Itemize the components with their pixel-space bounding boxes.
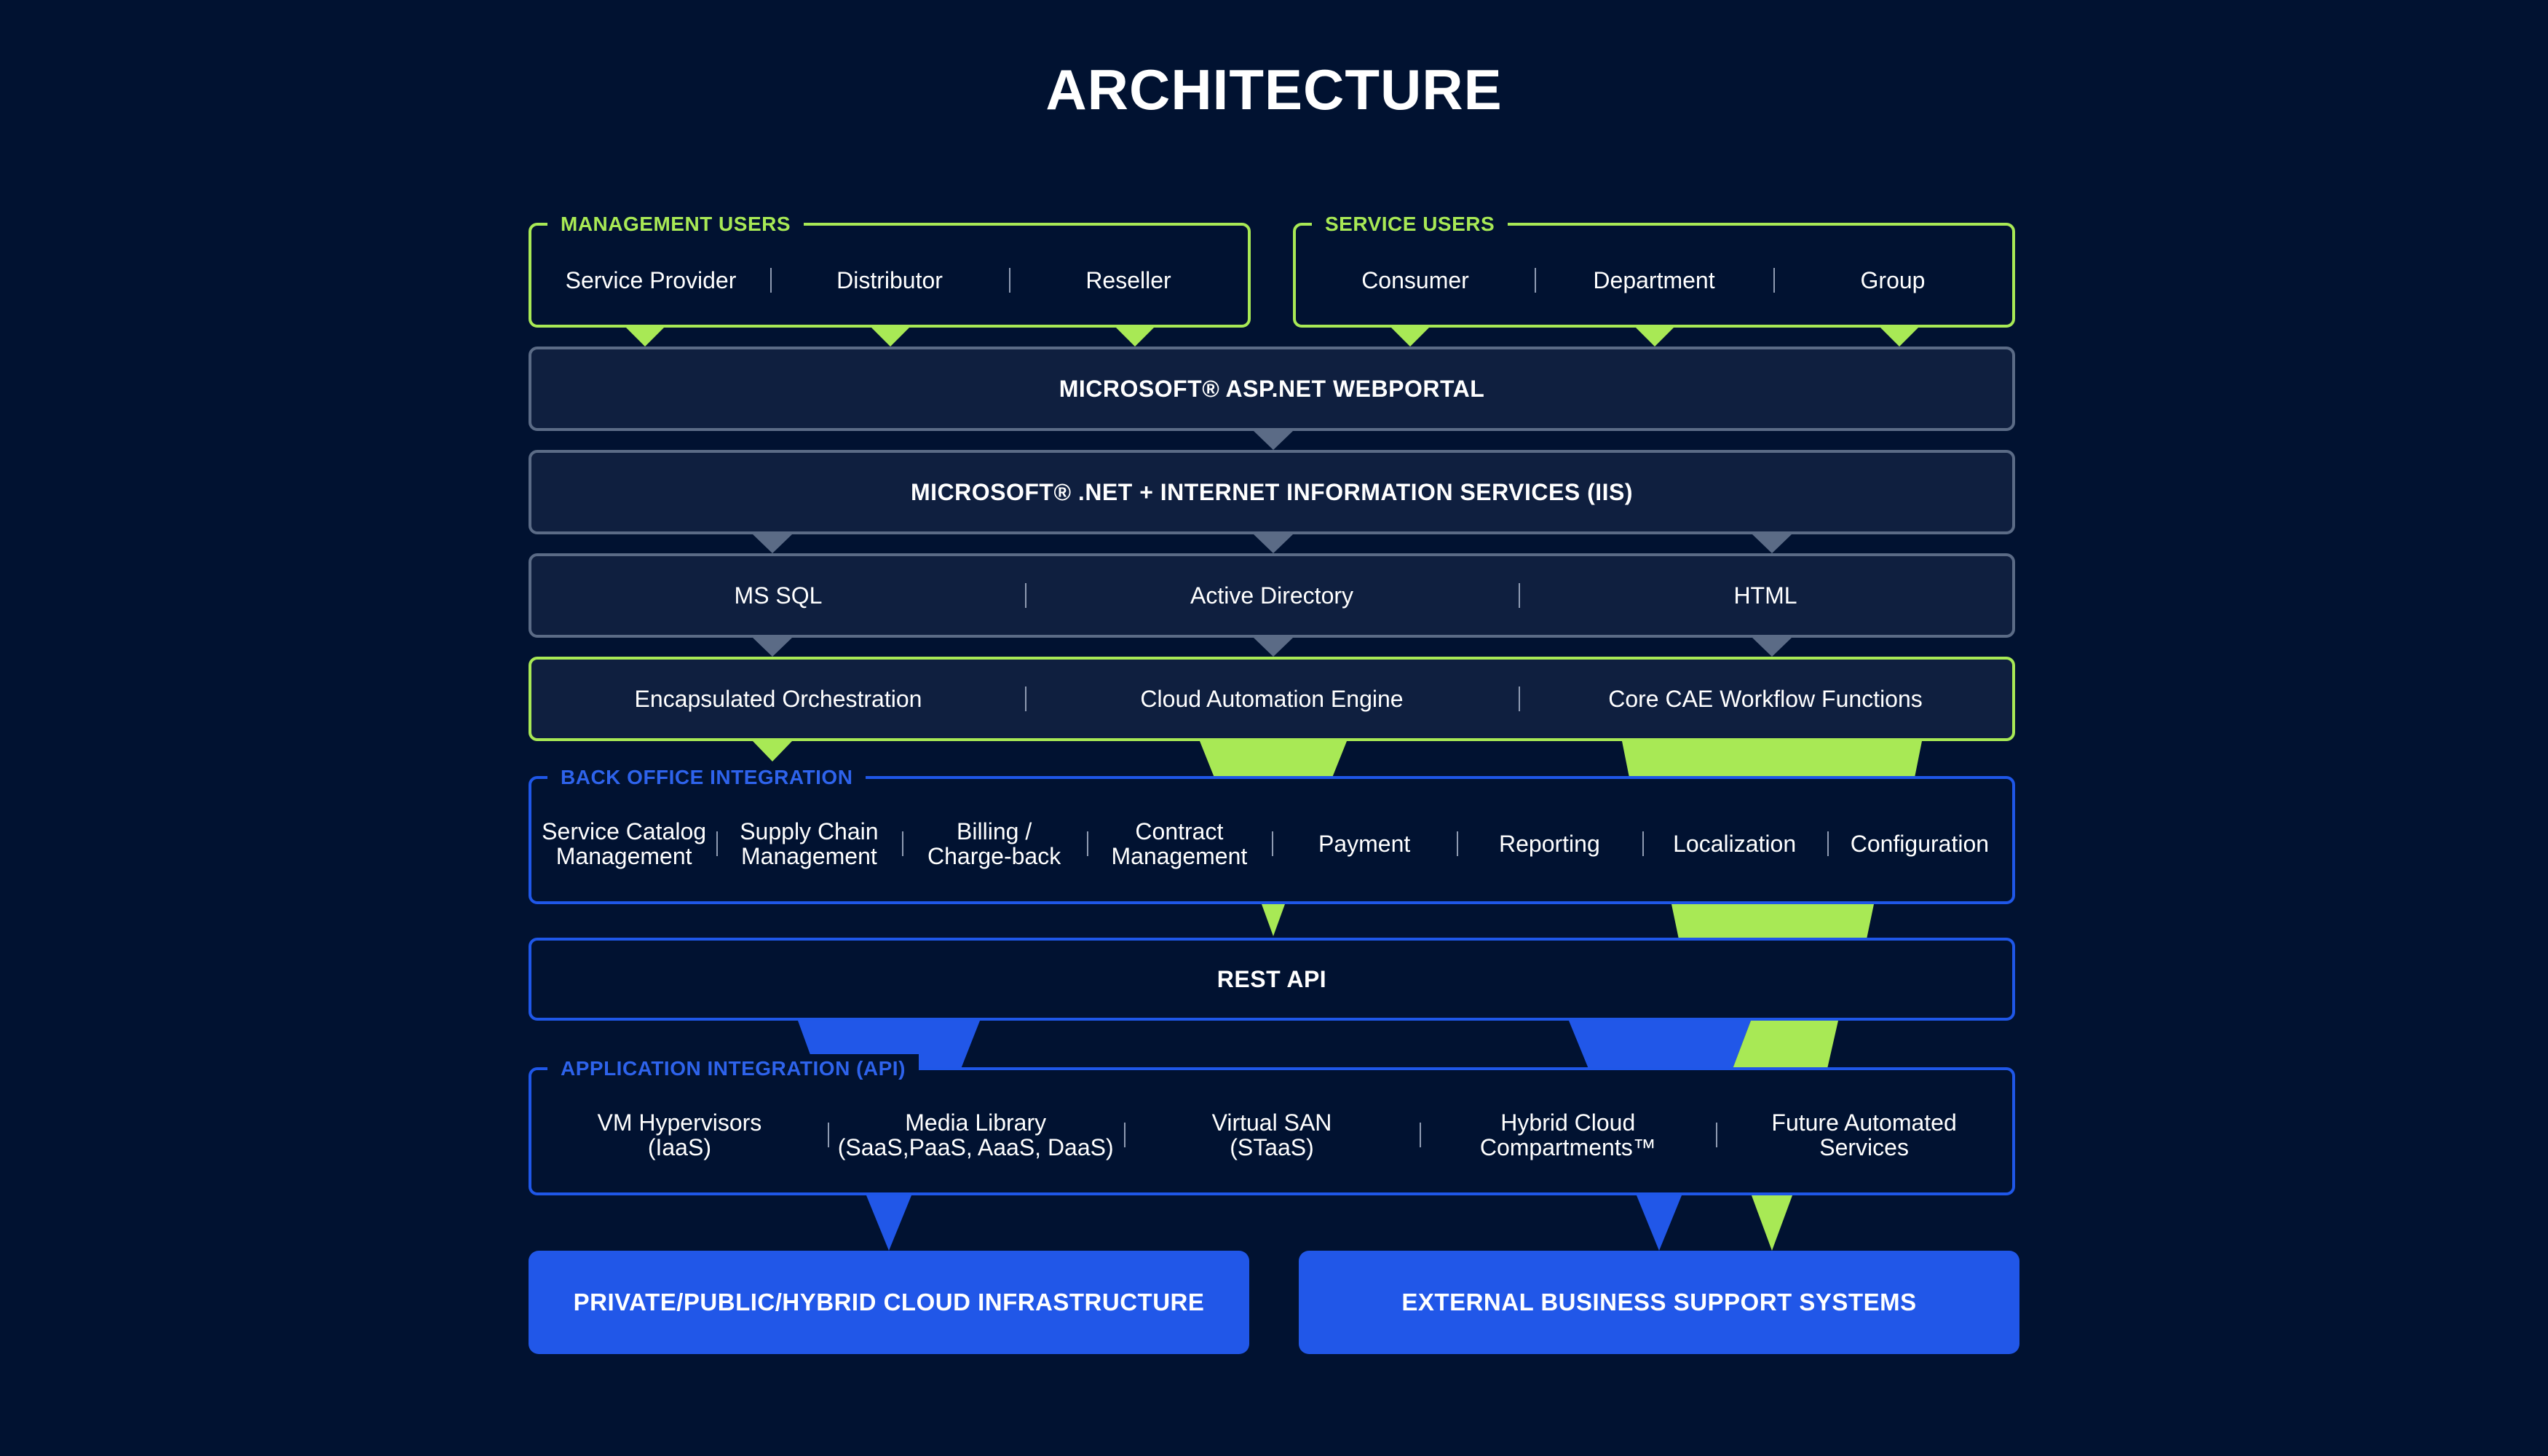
webportal-label: MICROSOFT® ASP.NET WEBPORTAL (1059, 375, 1485, 402)
service-user-item: Consumer (1361, 267, 1469, 293)
management-user-item: Reseller (1009, 268, 1248, 293)
engine-item: Encapsulated Orchestration (634, 686, 922, 712)
connector-platform-3 (1752, 638, 1792, 657)
app-integration-item: VM Hypervisors(IaaS) (597, 1109, 762, 1160)
connector-svc-1 (1391, 328, 1429, 347)
back-office-item: Billing /Charge-back (901, 819, 1087, 869)
management-user-item: Service Provider (565, 267, 737, 293)
connector-mgmt-2 (871, 328, 909, 347)
connector-platform-1 (753, 638, 792, 657)
service-user-item: Group (1773, 268, 2012, 293)
iis-layer: MICROSOFT® .NET + INTERNET INFORMATION S… (529, 450, 2015, 534)
app-integration-item: Virtual SAN(STaaS) (1123, 1110, 1420, 1160)
connector-app-3 (1752, 1195, 1792, 1251)
connector-iis-2 (1254, 534, 1293, 553)
connector-platform-2 (1254, 638, 1293, 657)
back-office-item: Configuration (1827, 831, 2012, 856)
back-office-item: Payment (1272, 831, 1457, 856)
connector-backoffice-1 (1262, 904, 1285, 936)
management-users-group: MANAGEMENT USERS Service Provider Distri… (529, 210, 1251, 328)
back-office-item: Localization (1642, 831, 1827, 856)
connector-engine-2 (1200, 741, 1347, 778)
external-business-support-box: EXTERNAL BUSINESS SUPPORT SYSTEMS (1299, 1251, 2019, 1354)
app-integration-legend: APPLICATION INTEGRATION (API) (547, 1054, 919, 1083)
connector-backoffice-2 (1671, 904, 1874, 939)
service-user-item: Department (1535, 268, 1773, 293)
engine-item: Core CAE Workflow Functions (1519, 687, 2012, 711)
service-users-legend: SERVICE USERS (1312, 210, 1508, 239)
engine-item: Cloud Automation Engine (1025, 687, 1519, 711)
management-users-legend: MANAGEMENT USERS (547, 210, 804, 239)
connector-svc-2 (1636, 328, 1674, 347)
connector-engine-1 (753, 741, 792, 761)
app-integration-item: Media Library(SaaS,PaaS, AaaS, DaaS) (827, 1110, 1124, 1160)
back-office-item: Reporting (1457, 831, 1642, 856)
back-office-legend: BACK OFFICE INTEGRATION (547, 763, 866, 792)
webportal-layer: MICROSOFT® ASP.NET WEBPORTAL (529, 347, 2015, 431)
connector-iis-1 (753, 534, 792, 553)
platform-item: MS SQL (734, 582, 823, 609)
connector-api-2 (1569, 1021, 1751, 1069)
connector-svc-3 (1880, 328, 1918, 347)
iis-label: MICROSOFT® .NET + INTERNET INFORMATION S… (910, 478, 1634, 505)
connector-app-1 (866, 1195, 911, 1251)
connector-portal-iis (1254, 431, 1293, 450)
page-title: ARCHITECTURE (1045, 58, 1503, 122)
cloud-infrastructure-box: PRIVATE/PUBLIC/HYBRID CLOUD INFRASTRUCTU… (529, 1251, 1249, 1354)
management-user-item: Distributor (770, 268, 1009, 293)
connector-mgmt-1 (626, 328, 664, 347)
connector-iis-3 (1752, 534, 1792, 553)
rest-api-label: REST API (1216, 965, 1327, 992)
app-integration-group: APPLICATION INTEGRATION (API) VM Hypervi… (529, 1054, 2015, 1195)
platform-layer: MS SQL Active Directory HTML (529, 553, 2015, 638)
rest-api-layer: REST API (529, 938, 2015, 1021)
platform-item: Active Directory (1025, 583, 1519, 608)
connector-api-3 (1733, 1021, 1838, 1069)
connector-mgmt-3 (1116, 328, 1154, 347)
connector-app-2 (1637, 1195, 1682, 1251)
engine-layer: Encapsulated Orchestration Cloud Automat… (529, 657, 2015, 741)
service-users-group: SERVICE USERS Consumer Department Group (1293, 210, 2015, 328)
connector-engine-3 (1622, 741, 1922, 778)
platform-item: HTML (1519, 583, 2012, 608)
